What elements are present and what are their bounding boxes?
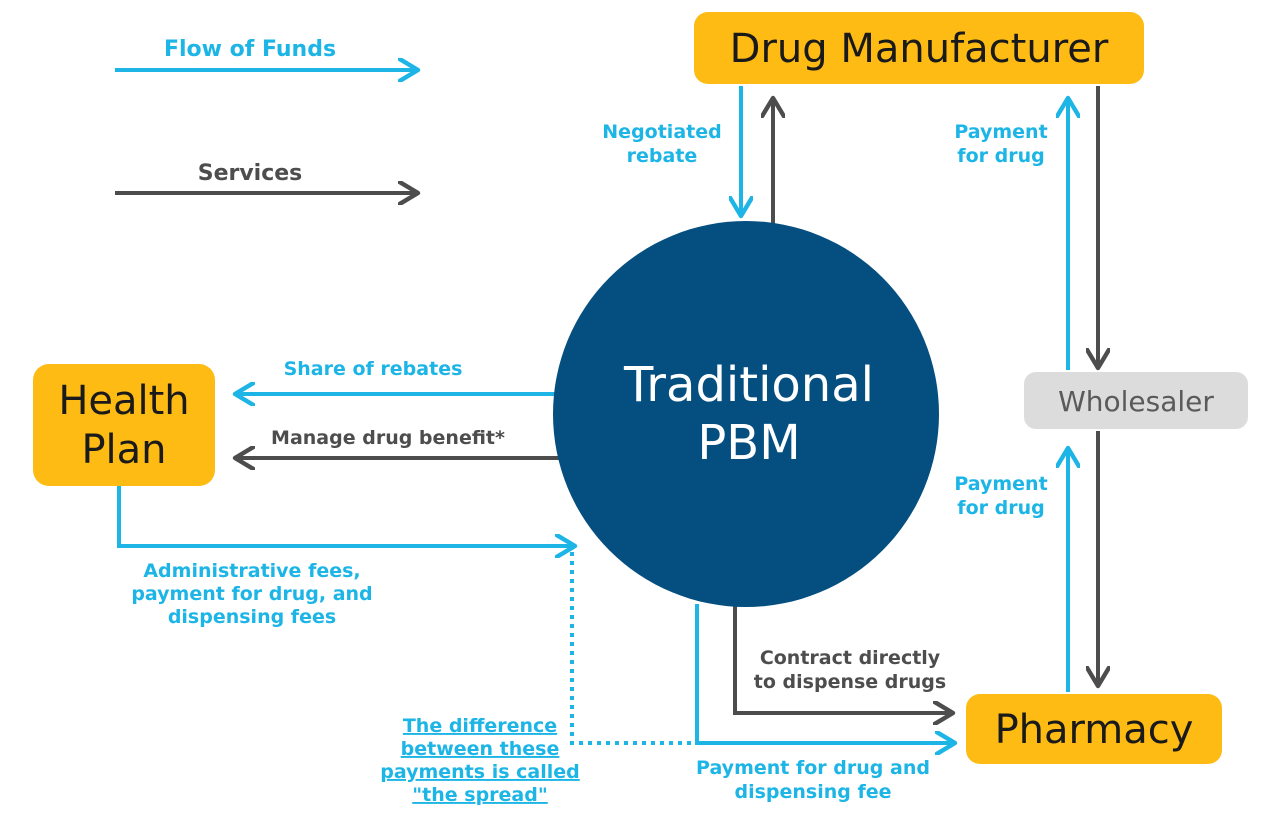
payment-drug-top-label-1: Payment (954, 121, 1047, 143)
payment-drug-top-label-2: for drug (957, 145, 1044, 167)
legend-funds-label: Flow of Funds (164, 37, 336, 62)
admin-fees-label-3: dispensing fees (168, 606, 336, 628)
health-plan-node: Health Plan (33, 364, 215, 486)
wholesaler-label: Wholesaler (1058, 385, 1214, 418)
health-plan-label-line2: Plan (81, 427, 166, 473)
contract-label-2: to dispense drugs (754, 671, 946, 693)
pbm-label-line2: PBM (697, 415, 800, 471)
spread-label-1: The difference (403, 715, 557, 737)
drug-manufacturer-label: Drug Manufacturer (730, 26, 1109, 72)
pbm-node: Traditional PBM (553, 221, 939, 607)
pharmacy-payment-label-2: dispensing fee (734, 781, 891, 803)
payment-drug-bottom-label-2: for drug (957, 497, 1044, 519)
health-plan-label-line1: Health (58, 378, 189, 424)
spread-dotted-line (570, 552, 697, 745)
drug-manufacturer-node: Drug Manufacturer (694, 12, 1144, 84)
pharmacy-node: Pharmacy (966, 694, 1222, 764)
pharmacy-payment-label-1: Payment for drug and (696, 757, 930, 779)
contract-arrow (733, 604, 953, 713)
spread-label-2: between these (401, 738, 560, 760)
admin-fees-label-2: payment for drug, and (131, 583, 372, 605)
contract-label-1: Contract directly (760, 647, 941, 669)
share-of-rebates-label: Share of rebates (284, 358, 463, 380)
spread-label-3: payments is called (380, 761, 579, 783)
manage-benefit-label: Manage drug benefit* (271, 427, 505, 449)
payment-drug-bottom-label-1: Payment (954, 473, 1047, 495)
health-plan-payment-arrow (117, 486, 575, 546)
negotiated-rebate-label-2: rebate (627, 145, 698, 167)
spread-label-4: "the spread" (412, 784, 548, 806)
pbm-label-line1: Traditional (623, 357, 874, 413)
pharmacy-label: Pharmacy (995, 707, 1194, 753)
legend-services-label: Services (198, 161, 303, 186)
legend: Flow of Funds Services (115, 37, 418, 193)
wholesaler-node: Wholesaler (1024, 372, 1248, 429)
negotiated-rebate-label-1: Negotiated (602, 121, 721, 143)
admin-fees-label-1: Administrative fees, (143, 560, 360, 582)
